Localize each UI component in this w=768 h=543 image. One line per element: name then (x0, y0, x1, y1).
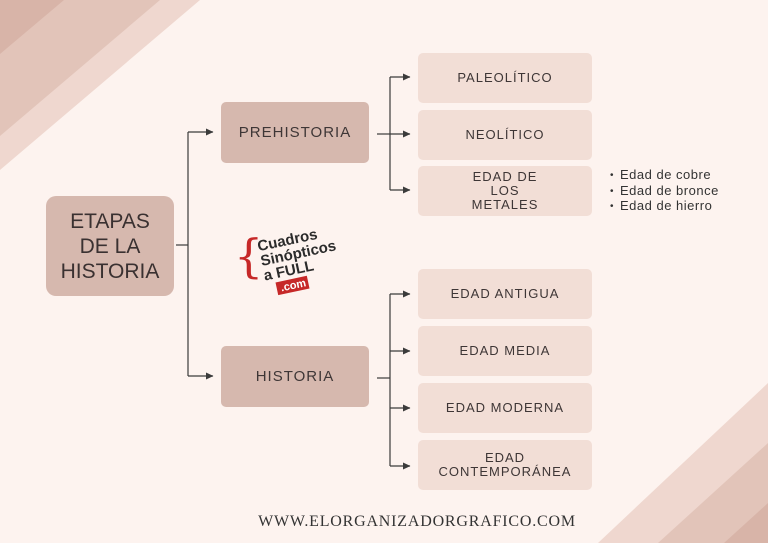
leaf-node-edad-contemporanea: EDAD CONTEMPORÁNEA (418, 440, 592, 490)
leaf-node-neolitico: NEOLÍTICO (418, 110, 592, 160)
footer-website: WWW.ELORGANIZADORGRAFICO.COM (258, 513, 576, 530)
metales-sublist: Edad de cobre Edad de bronce Edad de hie… (610, 167, 719, 215)
logo-brace-icon: { (234, 229, 263, 283)
leaf-node-paleolitico: PALEOLÍTICO (418, 53, 592, 103)
cuadros-sinopticos-logo: { Cuadros Sinópticos a FULL .com (234, 226, 338, 296)
branch-node-prehistoria: PREHISTORIA (221, 102, 369, 163)
logo-badge (275, 275, 310, 296)
branch-node-historia: HISTORIA (221, 346, 369, 407)
sublist-item: Edad de cobre (610, 167, 719, 184)
leaf-node-edad-media: EDAD MEDIA (418, 326, 592, 376)
leaf-node-edad-antigua: EDAD ANTIGUA (418, 269, 592, 319)
corner-decoration-top-left (0, 0, 200, 170)
root-line: ETAPAS (70, 209, 150, 233)
root-line: DE LA (79, 234, 141, 258)
sublist-item: Edad de bronce (610, 183, 719, 200)
leaf-node-edad-moderna: EDAD MODERNA (418, 383, 592, 433)
root-node: ETAPAS DE LA HISTORIA (46, 196, 174, 296)
sublist-item: Edad de hierro (610, 198, 719, 215)
logo-suffix: .com (280, 277, 308, 294)
corner-decoration-bottom-right (598, 383, 768, 543)
leaf-node-edad-metales: EDAD DE LOS METALES (418, 166, 592, 216)
root-line: HISTORIA (60, 259, 160, 283)
